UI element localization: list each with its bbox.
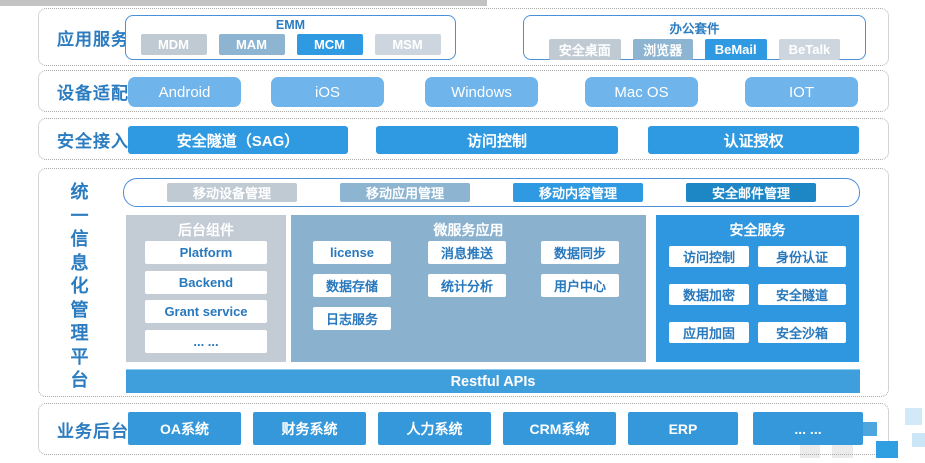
- mosaic-square: [863, 422, 877, 436]
- auth-authorization: 认证授权: [648, 126, 859, 154]
- biz-more: ... ...: [753, 412, 863, 445]
- access-control: 访问控制: [376, 126, 618, 154]
- card-secure-sandbox: 安全沙箱: [758, 322, 846, 343]
- device-adapt-label: 设备适配: [57, 83, 129, 103]
- microservices-column-1: license 数据存储 日志服务: [313, 241, 391, 330]
- backend-components-title: 后台组件: [178, 222, 234, 238]
- chip-mobile-app-mgmt: 移动应用管理: [340, 183, 470, 202]
- card-user-center: 用户中心: [541, 274, 619, 297]
- security-column-1: 访问控制 数据加密 应用加固: [669, 246, 749, 343]
- business-backend-label: 业务后台: [57, 421, 129, 441]
- card-identity-auth: 身份认证: [758, 246, 846, 267]
- management-chip-box: 移动设备管理 移动应用管理 移动内容管理 安全邮件管理: [123, 178, 860, 207]
- chip-mcm: MCM: [296, 34, 363, 55]
- device-adapt-row: 设备适配 Android iOS Windows Mac OS IOT: [38, 70, 889, 112]
- card-platform: Platform: [145, 241, 267, 264]
- card-data-encryption: 数据加密: [669, 284, 749, 305]
- chip-browser: 浏览器: [632, 39, 693, 60]
- device-windows: Windows: [425, 77, 538, 107]
- biz-finance-system: 财务系统: [253, 412, 366, 445]
- emm-group-title: EMM: [275, 18, 306, 32]
- microservices-panel: 微服务应用 license 数据存储 日志服务 消息推送 统计分析 数据同步 用…: [291, 215, 646, 362]
- secure-tunnel-sag: 安全隧道（SAG）: [128, 126, 348, 154]
- office-suite-title: 办公套件: [669, 22, 720, 36]
- emm-chip-row: MDM MAM MCM MSM: [126, 34, 455, 55]
- device-iot: IOT: [745, 77, 858, 107]
- business-backend-row: 业务后台 OA系统 财务系统 人力系统 CRM系统 ERP ... ...: [38, 403, 889, 455]
- card-log-service: 日志服务: [313, 307, 391, 330]
- card-backend: Backend: [145, 270, 267, 294]
- card-grant-service: Grant service: [145, 300, 267, 323]
- security-column-2: 身份认证 安全隧道 安全沙箱: [758, 246, 846, 343]
- chip-bemail: BeMail: [704, 39, 767, 60]
- card-message-push: 消息推送: [428, 241, 506, 264]
- security-services-title: 安全服务: [729, 222, 786, 238]
- card-more-backend: ... ...: [145, 329, 267, 353]
- biz-hr-system: 人力系统: [378, 412, 491, 445]
- chip-secure-desktop: 安全桌面: [548, 39, 621, 60]
- backend-components-column: Platform Backend Grant service ... ...: [145, 241, 267, 353]
- chip-secure-mail-mgmt: 安全邮件管理: [686, 183, 816, 202]
- card-statistics: 统计分析: [428, 274, 506, 297]
- chip-mdm: MDM: [140, 34, 207, 55]
- emm-group: EMM MDM MAM MCM MSM: [125, 15, 456, 60]
- biz-erp: ERP: [628, 412, 738, 445]
- security-services-panel: 安全服务 访问控制 数据加密 应用加固 身份认证 安全隧道 安全沙箱: [656, 215, 859, 362]
- backend-components-panel: 后台组件 Platform Backend Grant service ... …: [126, 215, 286, 362]
- office-suite-group: 办公套件 安全桌面 浏览器 BeMail BeTalk: [523, 15, 866, 60]
- card-data-sync: 数据同步: [541, 241, 619, 264]
- mosaic-square: [876, 441, 898, 458]
- chip-betalk: BeTalk: [778, 39, 841, 60]
- microservices-title: 微服务应用: [433, 222, 504, 238]
- secure-access-label: 安全接入: [57, 131, 129, 151]
- card-license: license: [313, 241, 391, 264]
- chip-msm: MSM: [374, 34, 441, 55]
- device-android: Android: [128, 77, 241, 107]
- card-app-hardening: 应用加固: [669, 322, 749, 343]
- card-access-control: 访问控制: [669, 246, 749, 267]
- chip-mam: MAM: [218, 34, 285, 55]
- office-chip-row: 安全桌面 浏览器 BeMail BeTalk: [524, 39, 865, 60]
- app-services-row: 应用服务 EMM MDM MAM MCM MSM 办公套件 安全桌面 浏览器 B…: [38, 8, 889, 66]
- secure-access-row: 安全接入 安全隧道（SAG） 访问控制 认证授权: [38, 118, 889, 160]
- unified-platform-vertical-label: 统一信息化管理平台: [70, 182, 89, 390]
- unified-platform-row: 统一信息化管理平台 移动设备管理 移动应用管理 移动内容管理 安全邮件管理 后台…: [38, 168, 889, 397]
- biz-oa-system: OA系统: [128, 412, 241, 445]
- device-macos: Mac OS: [585, 77, 698, 107]
- top-gray-strip: [0, 0, 487, 6]
- mosaic-square: [912, 433, 925, 447]
- card-secure-tunnel: 安全隧道: [758, 284, 846, 305]
- mosaic-square: [905, 408, 922, 425]
- chip-mobile-content-mgmt: 移动内容管理: [513, 183, 643, 202]
- restful-apis-bar: Restful APIs: [126, 369, 860, 393]
- microservices-column-2: 消息推送 统计分析: [428, 241, 506, 297]
- card-data-storage: 数据存储: [313, 274, 391, 297]
- app-services-label: 应用服务: [57, 29, 129, 49]
- device-ios: iOS: [271, 77, 384, 107]
- chip-mobile-device-mgmt: 移动设备管理: [167, 183, 297, 202]
- biz-crm-system: CRM系统: [503, 412, 616, 445]
- microservices-column-3: 数据同步 用户中心: [541, 241, 619, 297]
